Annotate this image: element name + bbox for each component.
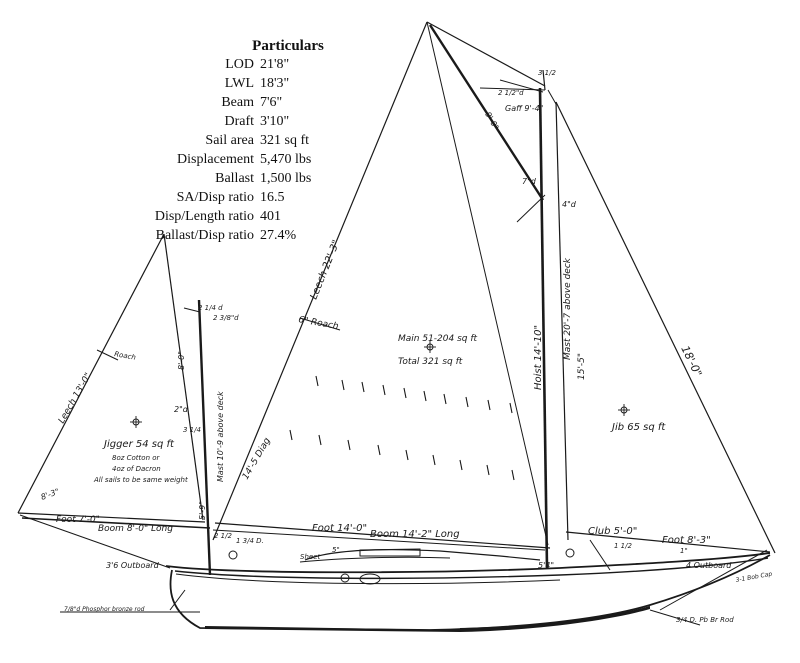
jigger-note-1: 8oz Cotton or [112, 454, 161, 462]
particulars-label: Ballast/Disp ratio [155, 228, 254, 243]
dia-2-3-8-d: 2 3/8"d [213, 314, 239, 322]
diag-label: 14'-5 Diag [241, 436, 273, 481]
rigging [19, 194, 768, 626]
particulars-value: 401 [260, 209, 281, 224]
particulars-label: Beam [221, 95, 254, 110]
particulars-row: Draft 3'10" [100, 114, 420, 131]
bronze-rod-label: 7/8"d Phosphor bronze rod [64, 606, 145, 613]
gaff-9-label: 9'-0" [483, 111, 500, 132]
foot-main-label: Foot 14'-0" [312, 523, 367, 534]
mast-15-label: 15'-5" [577, 353, 587, 380]
gaff [428, 24, 546, 201]
boom-jigger-label: Boom 8'-0" Long [98, 524, 173, 534]
jigger-5-label: 5'-9" [198, 501, 207, 520]
total-area-label: Total 321 sq ft [398, 357, 463, 367]
particulars-label: LOD [225, 57, 254, 72]
particulars-value: 16.5 [260, 190, 285, 205]
particulars-row: Displacement 5,470 lbs [100, 152, 420, 169]
dia-2d: 2"d [174, 405, 189, 414]
gaff-label: Gaff 9'-4" [505, 104, 543, 113]
particulars-row: Ballast/Disp ratio 27.4% [100, 228, 420, 245]
particulars-row: Disp/Length ratio 401 [100, 209, 420, 226]
particulars-value: 7'6" [260, 95, 283, 110]
particulars-row: Ballast 1,500 lbs [100, 171, 420, 188]
mast-main-label: Mast 20'-7 above deck [563, 257, 573, 360]
particulars-label: SA/Disp ratio [176, 190, 254, 205]
hoist-label: Hoist 14'-10" [533, 325, 544, 390]
particulars-value: 3'10" [260, 114, 290, 129]
jigger-8-label: 8'-0" [177, 351, 186, 370]
particulars-row: LWL 18'3" [100, 76, 420, 93]
sails-note: All sails to be same weight [93, 476, 188, 484]
num-1: 1" [680, 547, 688, 555]
particulars-row: LOD 21'8" [100, 57, 420, 74]
jib [547, 89, 776, 554]
main-area-label: Main 51-204 sq ft [398, 334, 478, 344]
particulars-value: 1,500 lbs [260, 171, 312, 186]
cabin [299, 548, 541, 563]
main-mast [538, 69, 549, 569]
sheet-label: Sheet [300, 553, 320, 561]
dia-2-1-4-d: 2 1/4 d [198, 304, 223, 312]
particulars-label: Displacement [177, 152, 254, 167]
particulars-label: Disp/Length ratio [154, 209, 254, 224]
particulars-value: 21'8" [260, 57, 290, 72]
jigger-mast-label: Mast 10'-9 above deck [216, 391, 225, 482]
num-5-4: 5'4" [538, 561, 554, 570]
bob-rod-label: 3/4 D. Pb Br Rod [676, 616, 734, 624]
boom-main-label: Boom 14'-2" Long [370, 529, 460, 540]
main-leech-label: Leech 22'-3" [309, 239, 343, 301]
particulars-label: LWL [224, 76, 254, 91]
club-label: Club 5'-0" [588, 526, 637, 537]
centroid-markers [130, 341, 630, 428]
frac-3-1-2: 3 1/2 [538, 69, 556, 77]
roach-label: 6" Roach [297, 315, 339, 332]
dia-4d: 4"d [562, 200, 577, 209]
hull [165, 548, 771, 632]
particulars-row: Beam 7'6" [100, 95, 420, 112]
jigger-note-2: 4oz of Dacron [112, 465, 161, 473]
jigger-roach-label: Roach [114, 350, 137, 362]
particulars-value: 321 sq ft [260, 133, 309, 148]
jigger-area-label: Jigger 54 sq ft [102, 439, 175, 450]
frac-1-1-2: 1 1/2 [614, 542, 632, 550]
jigger-tack-label: 8'-3" [40, 487, 61, 502]
jigger-leech-label: Leech 13'-0" [57, 371, 94, 425]
particulars-label: Sail area [205, 133, 254, 148]
num-5: 5" [332, 546, 340, 554]
foot-jib-label: Foot 8'-3" [662, 535, 711, 546]
particulars-value: 18'3" [260, 76, 290, 91]
particulars-value: 5,470 lbs [260, 152, 312, 167]
particulars-label: Draft [224, 114, 254, 129]
dia-2-1-2-d: 2 1/2"d [498, 89, 524, 97]
dia-1-3-4-D: 1 3/4 D. [236, 537, 264, 545]
jib-area-label: Jib 65 sq ft [610, 422, 666, 433]
frac-2-1-2: 2 1/2 [214, 532, 232, 540]
outboard-aft-label: 3'6 Outboard [106, 561, 160, 570]
particulars-row: SA/Disp ratio 16.5 [100, 190, 420, 207]
particulars-label: Ballast [215, 171, 254, 186]
frac-3-1-4: 3 1/4 [183, 426, 201, 434]
mainsail [212, 21, 551, 551]
foot-jigger-label: Foot 7'-0" [56, 515, 100, 525]
particulars-row: Sail area 321 sq ft [100, 133, 420, 150]
particulars-title: Particulars [252, 38, 324, 54]
outboard-fwd-label: 4 Outboard [686, 561, 732, 570]
jigger-sail [17, 233, 211, 529]
dia-7d: 7"d [522, 177, 537, 186]
bob-cap-label: 3-1 Bob Cap [735, 571, 773, 584]
jigger-mast [197, 299, 212, 576]
particulars-value: 27.4% [260, 228, 297, 243]
